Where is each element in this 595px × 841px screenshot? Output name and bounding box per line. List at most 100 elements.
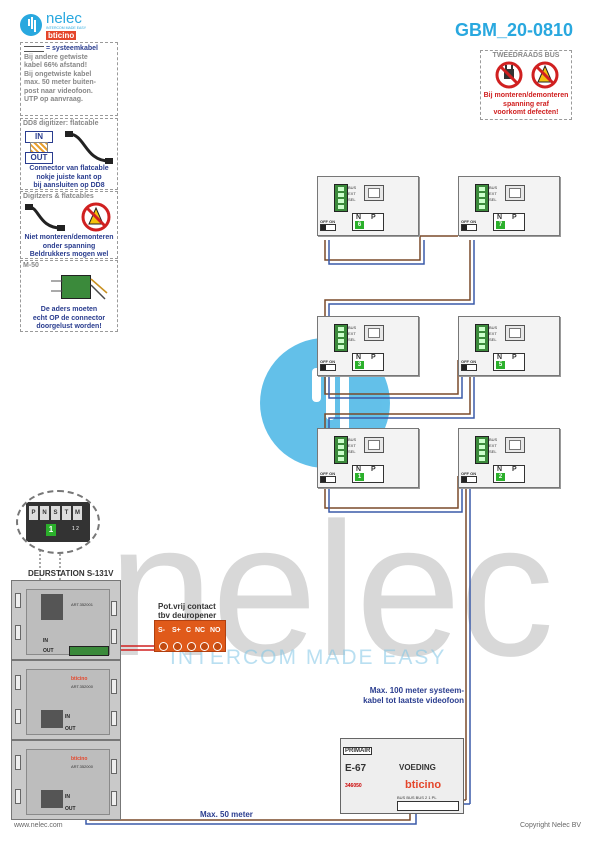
- note-dd8-line: nokje juiste kant op: [36, 173, 102, 181]
- max50-label: Max. 50 meter: [200, 810, 253, 819]
- contact-terminal-label: S+: [172, 627, 181, 634]
- dip-extra: 1 2: [72, 526, 79, 532]
- contact-terminal-label: S-: [158, 627, 165, 634]
- note-systeemkabel-line: Bij ongetwiste kabel: [24, 70, 92, 78]
- power-supply: PRIMAIR E-67 VOEDING 346050 bticino BUS …: [340, 738, 464, 814]
- contact-screw: [187, 642, 196, 651]
- unit-terminal-icon: [475, 324, 489, 352]
- nelec-logo-icon: [20, 14, 42, 36]
- footer-copyright: Copyright Nelec BV: [520, 822, 582, 829]
- module-flatcable-icon: [41, 790, 63, 808]
- note-m50: M-50 De aders moeten echt OP de connecto…: [20, 260, 118, 332]
- door-station-module-1: IN OUT ART.352001: [11, 580, 121, 660]
- unit-switch-label: OFF ON: [461, 219, 477, 224]
- module-in-label: IN: [65, 794, 70, 800]
- m50-wires-icon: [51, 278, 108, 300]
- unit-switch[interactable]: [320, 476, 336, 483]
- note-tweedraads: TWEEDRAADS BUS Bij monteren/demonteren s…: [480, 50, 572, 120]
- note-systeemkabel-line: kabel 66% afstand!: [24, 62, 88, 69]
- note-digitizers-title: Digitzers & flatcables: [23, 193, 94, 200]
- note-systeemkabel-line: max. 50 meter buiten-: [24, 79, 96, 86]
- unit-screen-icon: [364, 325, 384, 341]
- note-m50-line: De aders moeten: [40, 306, 98, 313]
- no-voltage-icon: [531, 61, 559, 89]
- module-latch: [15, 789, 21, 804]
- module-latch: [111, 791, 117, 806]
- module-latch: [111, 711, 117, 726]
- footer-website[interactable]: www.nelec.com: [14, 822, 63, 829]
- module-art-label: ART.352001: [71, 602, 93, 607]
- contact-screw: [213, 642, 222, 651]
- unit-switch-label: OFF ON: [320, 359, 336, 364]
- nelec-logo-text: nelec: [46, 10, 82, 27]
- module-latch: [15, 625, 21, 640]
- contact-screw: [159, 642, 168, 651]
- watermark-brand-name: nelec: [108, 484, 554, 696]
- unit-terminal-icon: [475, 436, 489, 464]
- unit-number: 2: [496, 473, 505, 481]
- unit-terminal-icon: [475, 184, 489, 212]
- doc-code: GBM_20-0810: [455, 20, 574, 40]
- module-terminal-block: [69, 646, 109, 656]
- contact-terminal-label: C: [186, 627, 192, 634]
- unit-switch[interactable]: [461, 476, 477, 483]
- cable-symbol-icon: [24, 46, 44, 53]
- unit-switch[interactable]: [320, 224, 336, 231]
- power-label: VOEDING: [399, 763, 436, 772]
- unit-switch[interactable]: [461, 224, 477, 231]
- dip-switch-block: P N S T M 1 1 2: [26, 502, 90, 542]
- dip-key: P: [29, 506, 38, 520]
- power-terminal-strip: [397, 801, 459, 811]
- unit-switch-label: OFF ON: [461, 471, 477, 476]
- unit-screen-icon: [505, 437, 525, 453]
- note-dd8: DD8 digitizer: flatcable IN OUT Connecto…: [20, 118, 118, 190]
- unit-number: 1: [355, 473, 364, 481]
- unit-switch[interactable]: [320, 364, 336, 371]
- note-tweedraads-line: spanning eraf: [503, 100, 549, 108]
- contact-title: Pot.vrij contact tbv deuropener: [158, 602, 217, 620]
- contact-screw: [200, 642, 209, 651]
- module-latch: [15, 709, 21, 724]
- m50-connector-icon: [61, 275, 91, 299]
- note-tweedraads-line: Bij monteren/demonteren: [483, 92, 569, 99]
- contact-block: S- S+ C NC NO: [154, 620, 226, 652]
- module-in-label: IN: [43, 638, 48, 644]
- power-model: E-67: [345, 763, 367, 774]
- module-art-label: ART.352000: [71, 684, 93, 689]
- unit-screen-icon: [364, 437, 384, 453]
- unit-screen-icon: [505, 185, 525, 201]
- dd8-out-box: OUT: [25, 152, 53, 164]
- unit-switch-label: OFF ON: [461, 359, 477, 364]
- module-latch: [111, 759, 117, 774]
- watermark-tagline: INTERCOM MADE EASY: [170, 646, 447, 669]
- note-m50-line: doorgelust worden!: [36, 323, 102, 330]
- dip-switch-zoom: P N S T M 1 1 2: [16, 490, 100, 554]
- unit-number: 6: [355, 221, 364, 229]
- dip-key: M: [73, 506, 82, 520]
- unit-terminal-icon: [334, 184, 348, 212]
- unit-switch[interactable]: [461, 364, 477, 371]
- module-latch: [111, 601, 117, 616]
- note-dd8-line: bij aansluiten op DD8: [33, 182, 105, 189]
- module-out-label: OUT: [43, 648, 54, 654]
- nelec-logo-tagline: INTERCOM MADE EASY: [46, 26, 87, 30]
- module-latch: [111, 679, 117, 694]
- max100-label: Max. 100 meter systeem- kabel tot laatst…: [363, 686, 464, 705]
- unit-screen-icon: [505, 325, 525, 341]
- bticino-module-logo: bticino: [71, 756, 88, 762]
- dip-key: S: [51, 506, 60, 520]
- unit-switch-label: OFF ON: [320, 219, 336, 224]
- door-station-module-2: IN OUT ART.352000 bticino: [11, 660, 121, 740]
